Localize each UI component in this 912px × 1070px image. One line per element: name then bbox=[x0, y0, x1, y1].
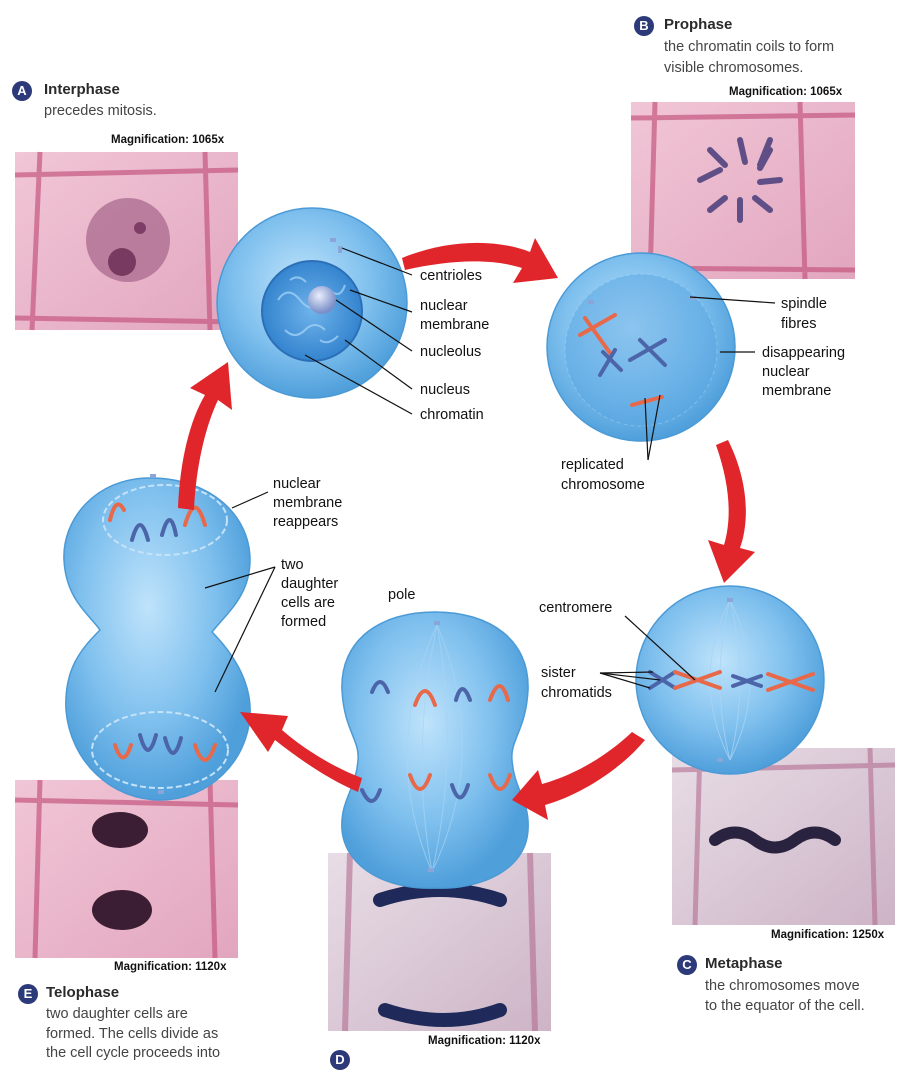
label-spindle-fibres-2: fibres bbox=[781, 314, 816, 334]
label-centrioles: centrioles bbox=[420, 266, 482, 286]
stage-a-badge: A bbox=[12, 81, 32, 101]
stage-e-desc-2: formed. The cells divide as bbox=[46, 1024, 218, 1044]
micrograph-prophase bbox=[631, 102, 855, 279]
stage-c-badge: C bbox=[677, 955, 697, 975]
label-two-daughter-3: cells are bbox=[281, 593, 335, 613]
label-sister-2: chromatids bbox=[541, 683, 612, 703]
cell-telophase bbox=[64, 474, 250, 800]
stage-e-title: Telophase bbox=[46, 984, 119, 1001]
label-nucleolus: nucleolus bbox=[420, 342, 481, 362]
label-two-daughter-1: two bbox=[281, 555, 304, 575]
label-two-daughter-4: formed bbox=[281, 612, 326, 632]
stage-a-title: Interphase bbox=[44, 81, 120, 98]
label-spindle-fibres-1: spindle bbox=[781, 294, 827, 314]
label-chromatin: chromatin bbox=[420, 405, 484, 425]
cell-prophase bbox=[547, 253, 735, 441]
stage-a-magnification: Magnification: 1065x bbox=[111, 134, 224, 146]
stage-e-desc-3: the cell cycle proceeds into bbox=[46, 1043, 220, 1063]
label-reappears-3: reappears bbox=[273, 512, 338, 532]
label-reappears-2: membrane bbox=[273, 493, 342, 513]
label-nucleus: nucleus bbox=[420, 380, 470, 400]
label-pole: pole bbox=[388, 585, 415, 605]
label-nuclear-membrane-2: membrane bbox=[420, 315, 489, 335]
stage-b-desc-1: the chromatin coils to form bbox=[664, 37, 834, 57]
stage-b-title: Prophase bbox=[664, 16, 732, 33]
stage-e-badge: E bbox=[18, 984, 38, 1004]
label-replicated-2: chromosome bbox=[561, 475, 645, 495]
micrograph-telophase bbox=[15, 780, 238, 958]
micrograph-metaphase bbox=[672, 748, 895, 925]
label-disappearing-1: disappearing bbox=[762, 343, 845, 363]
stage-e-desc-1: two daughter cells are bbox=[46, 1004, 188, 1024]
label-disappearing-2: nuclear bbox=[762, 362, 810, 382]
label-disappearing-3: membrane bbox=[762, 381, 831, 401]
stage-d-magnification: Magnification: 1120x bbox=[428, 1035, 540, 1047]
stage-e-magnification: Magnification: 1120x bbox=[114, 961, 226, 973]
stage-c-desc-1: the chromosomes move bbox=[705, 976, 860, 996]
cell-metaphase bbox=[636, 586, 824, 774]
cell-anaphase bbox=[342, 612, 528, 888]
micrograph-interphase bbox=[15, 152, 238, 330]
stage-b-badge: B bbox=[634, 16, 654, 36]
label-sister-1: sister bbox=[541, 663, 576, 683]
stage-d-badge: D bbox=[330, 1050, 350, 1070]
label-centromere: centromere bbox=[539, 598, 612, 618]
label-nuclear-membrane-1: nuclear bbox=[420, 296, 468, 316]
stage-c-title: Metaphase bbox=[705, 955, 783, 972]
label-reappears-1: nuclear bbox=[273, 474, 321, 494]
stage-b-desc-2: visible chromosomes. bbox=[664, 58, 803, 78]
stage-a-desc: precedes mitosis. bbox=[44, 101, 157, 121]
label-two-daughter-2: daughter bbox=[281, 574, 338, 594]
stage-c-desc-2: to the equator of the cell. bbox=[705, 996, 865, 1016]
stage-c-magnification: Magnification: 1250x bbox=[771, 929, 884, 941]
cell-interphase bbox=[217, 208, 407, 398]
stage-b-magnification: Magnification: 1065x bbox=[729, 86, 842, 98]
label-replicated-1: replicated bbox=[561, 455, 624, 475]
